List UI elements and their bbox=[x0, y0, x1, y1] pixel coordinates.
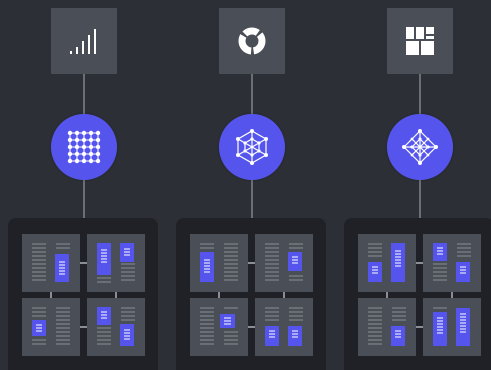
connector-link bbox=[248, 262, 256, 264]
module-card[interactable] bbox=[87, 234, 145, 292]
module-card[interactable] bbox=[358, 298, 416, 356]
grid-nodes-icon bbox=[67, 130, 101, 164]
connector-line bbox=[83, 180, 85, 218]
connector-link bbox=[80, 326, 88, 328]
donut-chart-icon-tile[interactable] bbox=[219, 8, 285, 74]
donut-chart-icon bbox=[238, 27, 266, 55]
module-card[interactable] bbox=[87, 298, 145, 356]
hub-node[interactable] bbox=[387, 114, 453, 180]
document-lines-icon bbox=[97, 307, 135, 346]
diamond-network-icon bbox=[402, 129, 438, 165]
connector-link bbox=[115, 292, 117, 298]
document-lines-icon bbox=[200, 307, 238, 345]
connector-line bbox=[419, 180, 421, 218]
hub-node[interactable] bbox=[51, 114, 117, 180]
document-lines-icon bbox=[200, 243, 238, 282]
module-card[interactable] bbox=[423, 234, 481, 292]
document-lines-icon bbox=[265, 307, 303, 346]
module-card[interactable] bbox=[255, 234, 313, 292]
document-lines-icon bbox=[433, 307, 470, 346]
module-card[interactable] bbox=[423, 298, 481, 356]
document-lines-icon bbox=[265, 243, 303, 281]
module-panel bbox=[344, 218, 491, 370]
document-lines-icon bbox=[32, 243, 70, 282]
column-3 bbox=[336, 0, 491, 370]
connector-link bbox=[248, 326, 256, 328]
connector-link bbox=[451, 292, 453, 298]
connector-link bbox=[80, 262, 88, 264]
connector-line bbox=[83, 74, 85, 114]
module-panel bbox=[176, 218, 326, 370]
connector-link bbox=[386, 292, 388, 298]
connector-link bbox=[283, 292, 285, 298]
column-1 bbox=[0, 0, 160, 370]
connector-link bbox=[416, 326, 424, 328]
connector-line bbox=[251, 74, 253, 114]
document-lines-icon bbox=[433, 243, 471, 282]
tile-layout-icon-tile[interactable] bbox=[387, 8, 453, 74]
module-card[interactable] bbox=[358, 234, 416, 292]
signal-bars-icon bbox=[70, 29, 96, 54]
document-lines-icon bbox=[368, 307, 406, 346]
signal-bars-icon-tile[interactable] bbox=[51, 8, 117, 74]
tile-layout-icon bbox=[406, 27, 434, 55]
module-card[interactable] bbox=[22, 298, 80, 356]
hub-node[interactable] bbox=[219, 114, 285, 180]
module-panel bbox=[8, 218, 158, 370]
connector-link bbox=[218, 292, 220, 298]
hexagon-network-icon bbox=[236, 129, 268, 165]
connector-line bbox=[251, 180, 253, 218]
document-lines-icon bbox=[368, 243, 405, 282]
connector-link bbox=[416, 262, 424, 264]
module-card[interactable] bbox=[22, 234, 80, 292]
document-lines-icon bbox=[32, 307, 70, 345]
column-2 bbox=[168, 0, 328, 370]
module-card[interactable] bbox=[190, 234, 248, 292]
connector-line bbox=[419, 74, 421, 114]
connector-link bbox=[50, 292, 52, 298]
module-card[interactable] bbox=[255, 298, 313, 356]
module-card[interactable] bbox=[190, 298, 248, 356]
document-lines-icon bbox=[97, 243, 135, 283]
